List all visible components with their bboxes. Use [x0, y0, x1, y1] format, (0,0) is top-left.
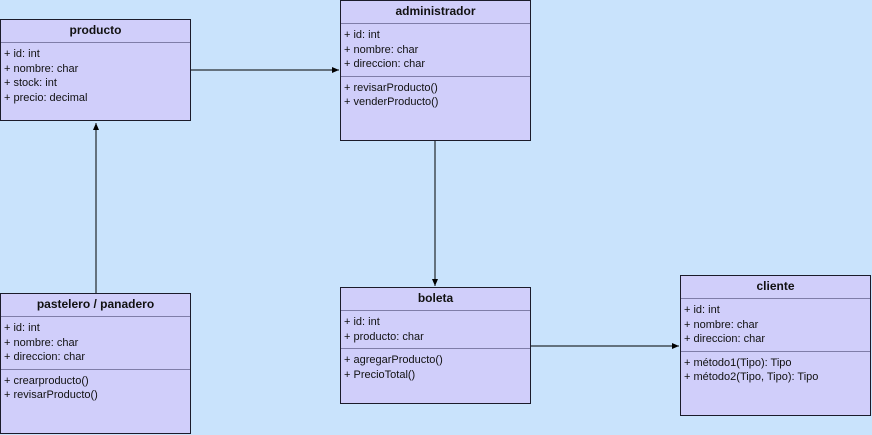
- class-title: producto: [1, 20, 190, 43]
- attribute: + id: int: [684, 304, 720, 316]
- methods-section: + revisarProducto() + venderProducto(): [341, 77, 530, 114]
- class-title: pastelero / panadero: [1, 294, 190, 317]
- attribute: + precio: decimal: [4, 91, 88, 104]
- method: + PrecioTotal(): [344, 368, 416, 381]
- attributes-section: + id: int + nombre: char + direccion: ch…: [341, 24, 530, 77]
- method: + método2(Tipo, Tipo): Tipo: [684, 371, 819, 384]
- class-boleta[interactable]: boleta + id: int + producto: char + agre…: [340, 287, 531, 404]
- method: + revisarProducto(): [4, 389, 98, 402]
- methods-section: + método1(Tipo): Tipo + método2(Tipo, Ti…: [681, 352, 870, 389]
- class-pastelero-panadero[interactable]: pastelero / panadero + id: int + nombre:…: [0, 293, 191, 434]
- attribute: + nombre: char: [684, 318, 759, 331]
- class-administrador[interactable]: administrador + id: int + nombre: char +…: [340, 0, 531, 141]
- attribute: + id: int: [344, 29, 380, 41]
- attribute: + direccion: char: [684, 333, 766, 346]
- method: + crearproducto(): [4, 374, 89, 387]
- attribute: + producto: char: [344, 330, 424, 343]
- method: + método1(Tipo): Tipo: [684, 356, 792, 369]
- attribute: + direccion: char: [344, 58, 426, 71]
- class-title: boleta: [341, 288, 530, 311]
- attribute: + nombre: char: [344, 43, 419, 56]
- class-title: administrador: [341, 1, 530, 24]
- class-cliente[interactable]: cliente + id: int + nombre: char + direc…: [680, 275, 871, 416]
- method: + revisarProducto(): [344, 81, 438, 94]
- attribute: + id: int: [4, 48, 40, 60]
- methods-section: + crearproducto() + revisarProducto(): [1, 370, 190, 407]
- attributes-section: + id: int + producto: char: [341, 311, 530, 350]
- methods-section: + agregarProducto() + PrecioTotal(): [341, 349, 530, 386]
- method: + agregarProducto(): [344, 354, 443, 367]
- attribute: + stock: int: [4, 77, 57, 90]
- attributes-section: + id: int + nombre: char + stock: int + …: [1, 43, 190, 109]
- attribute: + direccion: char: [4, 351, 86, 364]
- attribute: + nombre: char: [4, 62, 79, 75]
- attribute: + id: int: [344, 316, 380, 328]
- attribute: + id: int: [4, 322, 40, 334]
- class-title: cliente: [681, 276, 870, 299]
- method: + venderProducto(): [344, 96, 439, 109]
- class-producto[interactable]: producto + id: int + nombre: char + stoc…: [0, 19, 191, 121]
- attribute: + nombre: char: [4, 336, 79, 349]
- attributes-section: + id: int + nombre: char + direccion: ch…: [681, 299, 870, 352]
- attributes-section: + id: int + nombre: char + direccion: ch…: [1, 317, 190, 370]
